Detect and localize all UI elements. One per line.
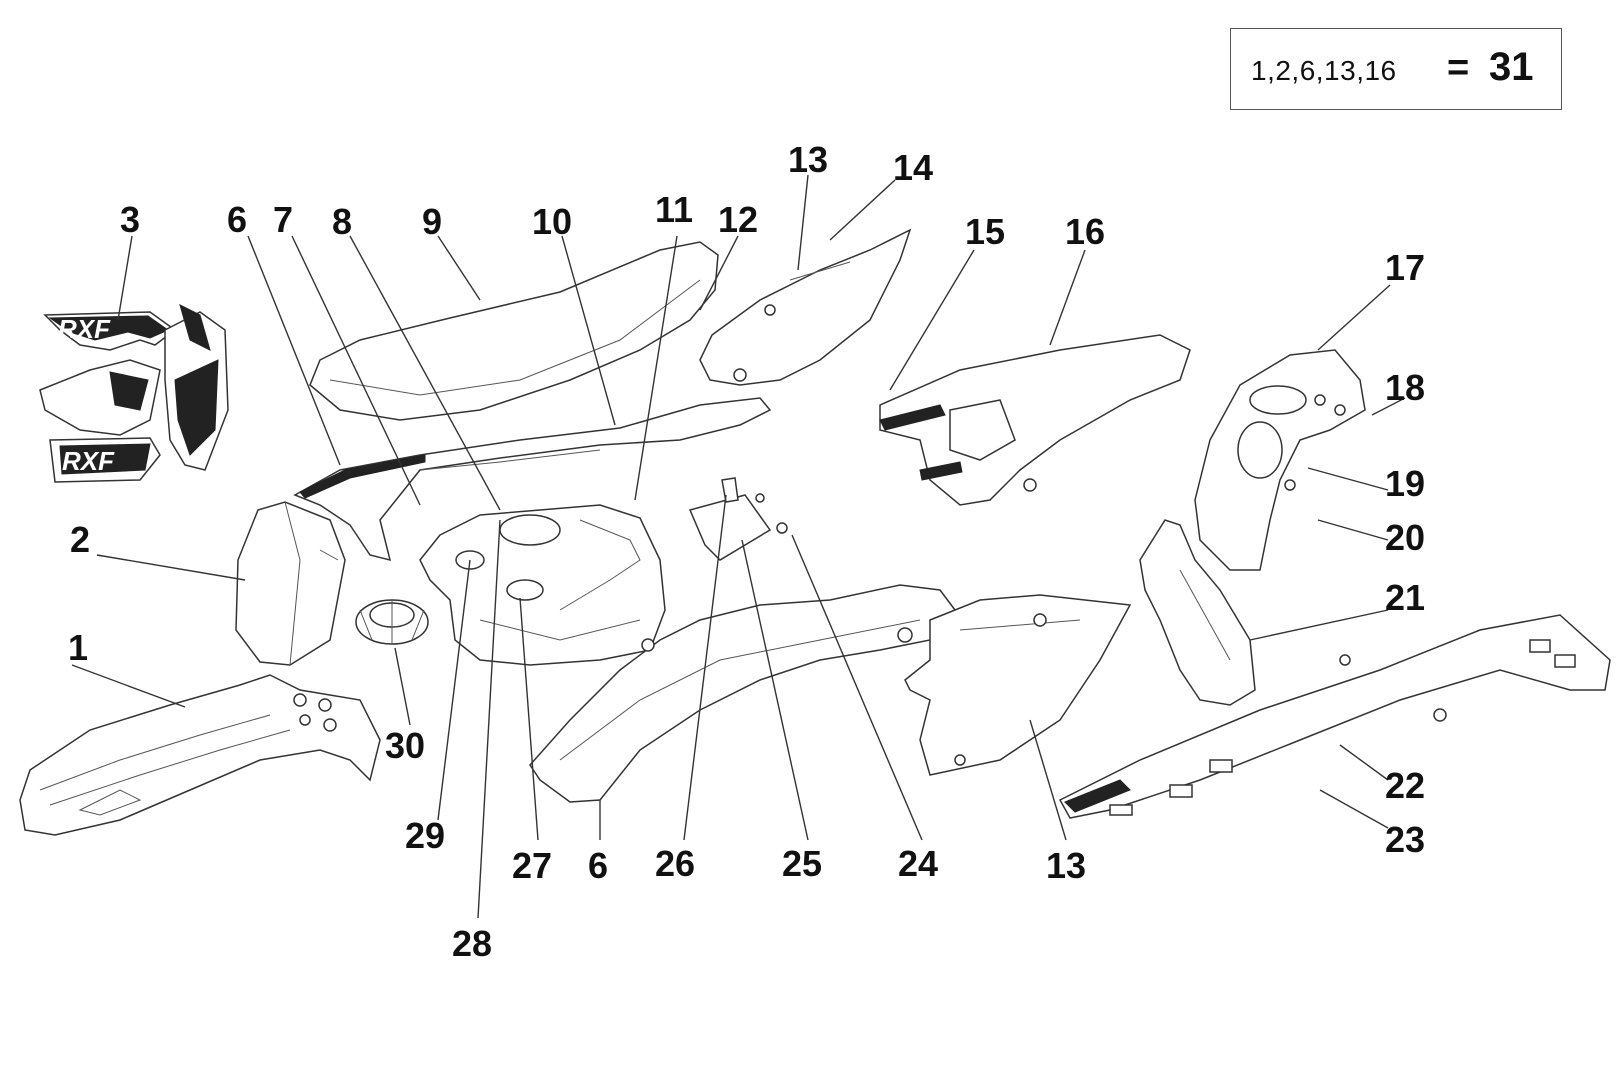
callout-11: 11 [655, 189, 693, 230]
part-17-airbox-cover [1194, 349, 1366, 571]
callout-8: 8 [332, 201, 352, 242]
callout-23: 23 [1385, 819, 1425, 860]
callout-14: 14 [893, 147, 933, 188]
callout-27: 27 [512, 845, 552, 886]
part-3-decal-kit: RXF RXF [39, 304, 229, 483]
callout-15: 15 [965, 211, 1005, 252]
callout-9: 9 [422, 201, 442, 242]
callout-28: 28 [452, 923, 492, 964]
decal-logo-bottom: RXF [62, 446, 115, 476]
callout-24: 24 [898, 843, 938, 884]
callout-12: 12 [718, 199, 758, 240]
callout-2: 2 [70, 519, 90, 560]
callout-16: 16 [1065, 211, 1105, 252]
parts-kit-legend: 1,2,6,13,16 = 31 [1230, 28, 1562, 110]
legend-part-numbers: 1,2,6,13,16 [1251, 55, 1397, 86]
part-1-front-fender [19, 674, 381, 836]
callout-25: 25 [782, 843, 822, 884]
part-2-front-number-plate [235, 501, 346, 666]
callout-22: 22 [1385, 765, 1425, 806]
leader-lines [71, 174, 1406, 919]
callout-29: 29 [405, 815, 445, 856]
part-22-chain-guard [1058, 614, 1611, 819]
callout-20: 20 [1385, 517, 1425, 558]
decal-logo-top: RXF [58, 314, 111, 344]
callout-10: 10 [532, 201, 572, 242]
part-30-fuel-cap [355, 599, 429, 645]
part-26-tank-bracket [688, 477, 788, 561]
part-13-side-panel-lower [904, 594, 1132, 776]
callout-18: 18 [1385, 367, 1425, 408]
legend-kit-number: 31 [1489, 45, 1534, 89]
part-6-shroud-upper [293, 397, 772, 562]
callout-1: 1 [68, 627, 88, 668]
callout-numbers: 1 2 3 6 7 8 9 10 11 12 13 14 15 16 17 18… [68, 139, 1425, 964]
callout-19: 19 [1385, 463, 1425, 504]
callout-30: 30 [385, 725, 425, 766]
callout-3: 3 [120, 199, 140, 240]
callout-13-lower: 13 [1046, 845, 1086, 886]
callout-21: 21 [1385, 577, 1425, 618]
part-16-rear-fender [879, 334, 1191, 506]
part-21-mudflap [1139, 519, 1256, 706]
part-13-side-panel-upper [699, 228, 912, 386]
part-9-seat [309, 241, 719, 421]
callout-6-upper: 6 [227, 199, 247, 240]
callout-26: 26 [655, 843, 695, 884]
callout-7: 7 [273, 199, 293, 240]
part-29-fuel-tank [419, 504, 666, 666]
callout-17: 17 [1385, 247, 1425, 288]
callout-13-upper: 13 [788, 139, 828, 180]
callout-6-lower: 6 [588, 845, 608, 886]
legend-equals-sign: = [1447, 47, 1470, 89]
